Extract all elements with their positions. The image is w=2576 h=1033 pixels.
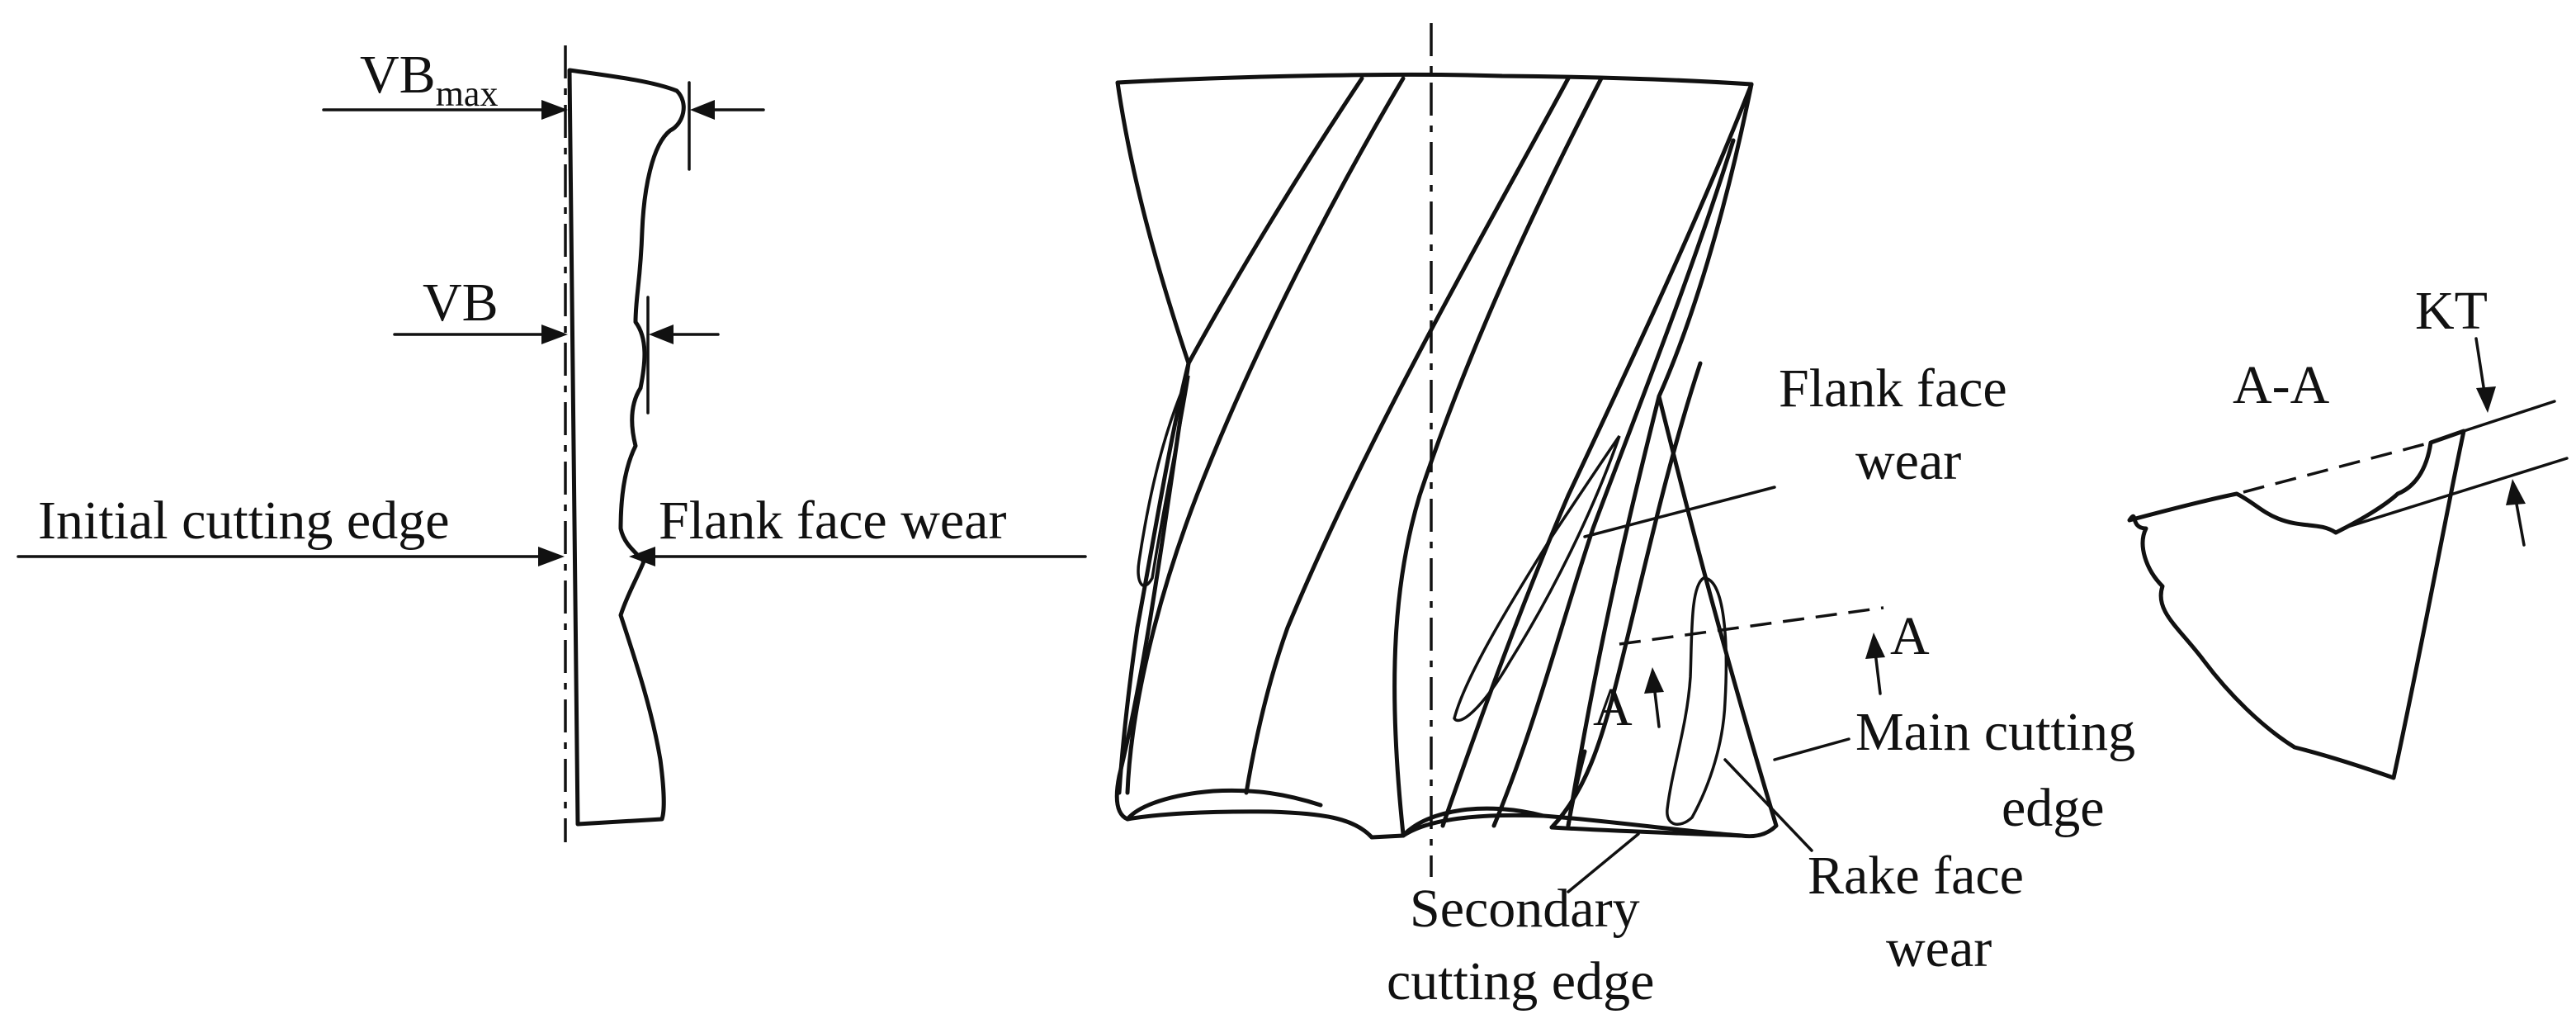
- flute-edge-5: [1392, 76, 1604, 836]
- vb-right-arrowhead: [649, 325, 674, 344]
- section-a-a-shape: [2127, 429, 2466, 780]
- flute-edge-4: [1244, 76, 1571, 795]
- section-title-label: A-A: [2233, 355, 2330, 415]
- flank-wear-band-center: [1453, 434, 1621, 723]
- vb-left-arrowhead: [541, 325, 568, 344]
- flute-edge-3: [1125, 76, 1406, 795]
- kt-bottom-extension-line: [2341, 457, 2569, 530]
- flank-wear-leader: [1583, 486, 1776, 538]
- flank-wear-arrowhead: [629, 547, 655, 566]
- rake-wear-leader: [1723, 758, 1813, 852]
- worn-flank-region: [567, 68, 686, 827]
- vb-label: VB: [423, 272, 499, 333]
- end-mill-view: Flank face wear A A Main cutting edge Ra…: [1114, 23, 2135, 1012]
- flank-wear-band-left: [1137, 375, 1190, 588]
- section-arrow-left-head: [1644, 667, 1664, 694]
- initial-edge-arrowhead: [538, 547, 565, 566]
- secondary-cutting-edge-label-line1: Secondary: [1410, 879, 1640, 939]
- kt-bottom-arrow-shaft: [2514, 498, 2526, 547]
- end-mill-outline: [1114, 72, 1779, 840]
- kt-top-arrow-shaft: [2474, 337, 2486, 394]
- end-face-facet-3: [1549, 825, 1744, 838]
- end-face-facet-2: [1401, 806, 1546, 838]
- flank-wear-profile-view: VBmax VB Initial cutting edge Flank face…: [17, 45, 1087, 842]
- flute-edge-7: [1491, 138, 1736, 828]
- original-rake-dashed-line: [2243, 441, 2432, 494]
- main-cutting-edge-leader: [1773, 737, 1850, 761]
- flute-edge-1: [1117, 361, 1191, 795]
- flank-face-wear-label-left: Flank face wear: [659, 490, 1006, 551]
- main-cutting-edge-label-line1: Main cutting: [1855, 702, 2135, 762]
- flute-edge-8: [1549, 361, 1703, 830]
- section-letter-left: A: [1593, 677, 1633, 737]
- section-a-a-view: A-A KT: [2127, 281, 2569, 780]
- section-arrow-right-shaft: [1874, 651, 1882, 695]
- vbmax-label: VBmax: [360, 45, 498, 114]
- rake-face-wear-label-line2: wear: [1886, 918, 1992, 979]
- main-cutting-edge-label-line2: edge: [2002, 778, 2105, 838]
- kt-label: KT: [2415, 281, 2488, 341]
- flute-edge-2: [1186, 76, 1364, 366]
- rake-face-wear-area: [1666, 576, 1728, 827]
- rake-face-wear-label-line1: Rake face: [1808, 846, 2024, 906]
- flute-edge-9: [1566, 394, 1661, 828]
- kt-top-arrowhead: [2476, 386, 2496, 413]
- section-letter-right: A: [1890, 606, 1930, 666]
- section-cut-line: [1619, 606, 1884, 646]
- secondary-edge-leader: [1567, 832, 1640, 893]
- end-face-facet-1: [1125, 788, 1323, 822]
- flank-face-wear-label-line2: wear: [1855, 431, 1961, 491]
- kt-top-extension-line: [2462, 400, 2556, 433]
- section-arrow-right-head: [1865, 633, 1885, 659]
- vbmax-right-arrowhead: [690, 100, 715, 120]
- end-face-facet-4: [1566, 749, 1587, 828]
- vbmax-left-arrowhead: [541, 100, 568, 120]
- initial-cutting-edge-label: Initial cutting edge: [38, 490, 450, 551]
- kt-bottom-arrowhead: [2506, 479, 2526, 505]
- flute-edge-6: [1440, 82, 1754, 828]
- secondary-cutting-edge-label-line2: cutting edge: [1387, 951, 1654, 1012]
- flank-face-wear-label-line1: Flank face: [1779, 358, 2007, 419]
